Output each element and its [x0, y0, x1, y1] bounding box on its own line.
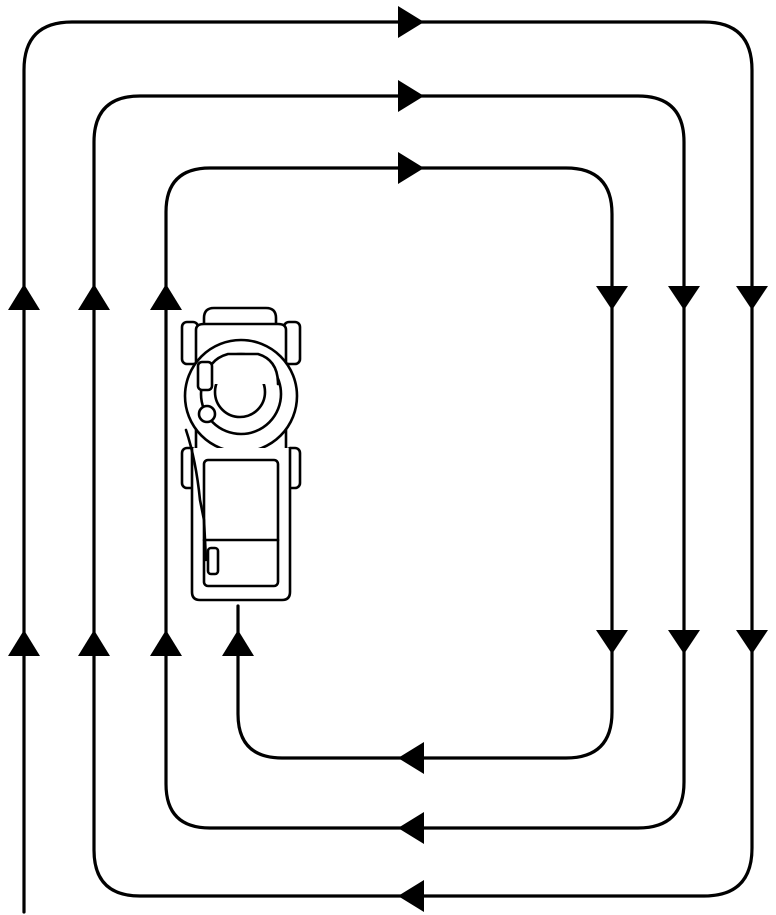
mower-handle-bar: [184, 428, 208, 562]
arrow-right-icon: [398, 80, 424, 112]
arrow-right-icon: [398, 152, 424, 184]
arrow-down-icon: [596, 286, 628, 310]
mower-handle-grip: [206, 546, 220, 576]
arrow-down-icon: [668, 286, 700, 310]
arrow-down-icon: [736, 630, 768, 654]
arrow-up-icon: [78, 284, 110, 310]
mower-engine-shroud: [204, 352, 280, 386]
lawn-mower-icon: [180, 306, 302, 602]
arrow-up-icon: [8, 630, 40, 656]
arrow-up-icon: [78, 630, 110, 656]
arrow-down-icon: [736, 286, 768, 310]
arrow-up-icon: [222, 630, 254, 656]
arrow-left-icon: [398, 812, 424, 844]
mower-fuel-cap: [197, 404, 217, 424]
mower-pull-start: [196, 360, 214, 392]
arrow-left-icon: [398, 880, 424, 912]
arrow-right-icon: [398, 6, 424, 38]
arrow-up-icon: [150, 284, 182, 310]
arrow-up-icon: [150, 630, 182, 656]
arrow-up-icon: [8, 284, 40, 310]
arrow-left-icon: [398, 742, 424, 774]
outer-loop-path: [22, 20, 754, 914]
arrow-down-icon: [668, 630, 700, 654]
arrow-down-icon: [596, 630, 628, 654]
